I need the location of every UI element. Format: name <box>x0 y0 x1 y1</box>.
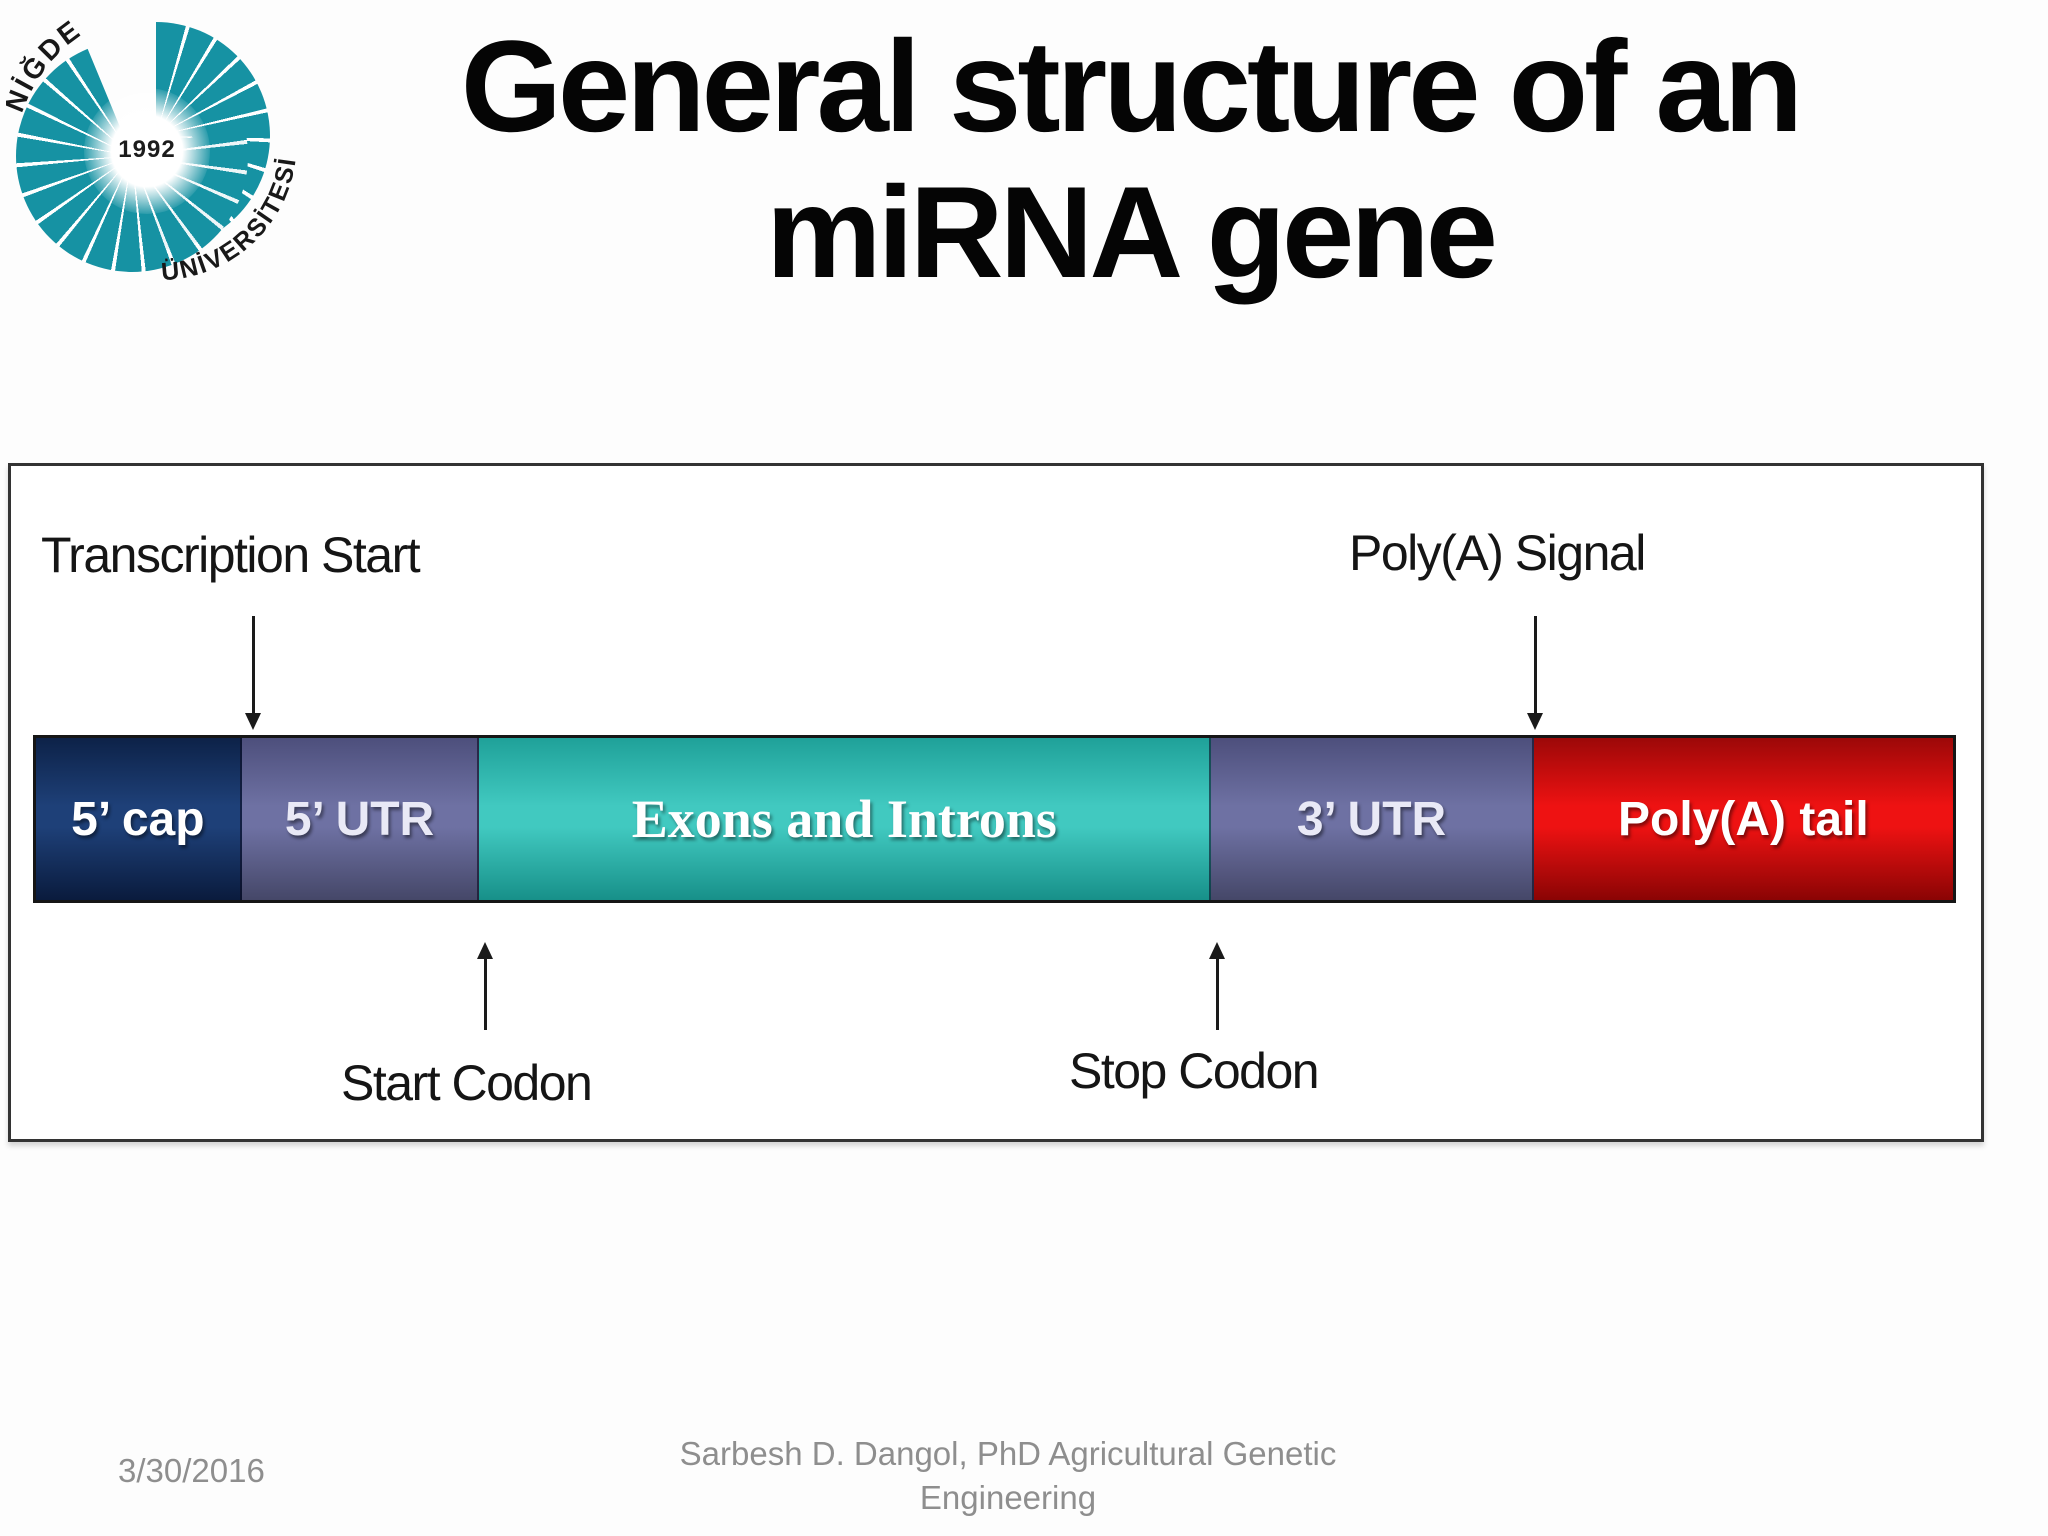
nigde-university-logo: 1992 NİĞDE ÜNİVERSİTESİ <box>6 0 310 300</box>
polya-signal-arrow-icon <box>1527 616 1544 730</box>
gene-bar: 5’ cap 5’ UTR Exons and Introns 3’ UTR P… <box>33 735 1956 903</box>
logo-year: 1992 <box>118 136 176 163</box>
segment-exons-introns-label: Exons and Introns <box>631 789 1057 849</box>
slide-date: 3/30/2016 <box>118 1452 265 1489</box>
segment-5-utr-label: 5’ UTR <box>284 792 435 846</box>
logo-institution-top-text: NİĞDE <box>6 13 84 116</box>
gene-structure-diagram: Transcription Start Poly(A) Signal 5’ ca… <box>8 463 1984 1142</box>
start-codon-arrow-icon <box>477 942 494 1030</box>
svg-text:NİĞDE: NİĞDE <box>6 13 87 116</box>
polya-signal-label: Poly(A) Signal <box>1349 525 1646 581</box>
segment-5-cap: 5’ cap <box>36 738 242 900</box>
transcription-start-label: Transcription Start <box>41 527 421 583</box>
segment-3-utr-label: 3’ UTR <box>1296 792 1447 846</box>
segment-5-utr: 5’ UTR <box>241 738 480 900</box>
segment-5-cap-label: 5’ cap <box>71 792 205 846</box>
slide-credit: Sarbesh D. Dangol, PhD Agricultural Gene… <box>603 1432 1413 1519</box>
slide-title: General structure of an miRNA gene <box>235 13 2025 305</box>
start-codon-label: Start Codon <box>341 1055 593 1111</box>
stop-codon-label: Stop Codon <box>1069 1043 1320 1099</box>
slide-credit-line1: Sarbesh D. Dangol, PhD Agricultural Gene… <box>679 1435 1337 1472</box>
slide-title-line1: General structure of an <box>460 13 1803 159</box>
segment-exons-introns: Exons and Introns <box>479 738 1212 900</box>
segment-polya-tail: Poly(A) tail <box>1533 738 1953 900</box>
slide-title-line2: miRNA gene <box>765 158 1498 305</box>
segment-polya-tail-label: Poly(A) tail <box>1618 792 1869 846</box>
logo-center-burst <box>84 88 210 214</box>
slide-credit-line2: Engineering <box>919 1478 1097 1516</box>
logo-curved-text: NİĞDE ÜNİVERSİTESİ <box>6 13 300 286</box>
stop-codon-arrow-icon <box>1209 942 1226 1030</box>
segment-3-utr: 3’ UTR <box>1211 738 1534 900</box>
transcription-start-arrow-icon <box>245 616 262 730</box>
